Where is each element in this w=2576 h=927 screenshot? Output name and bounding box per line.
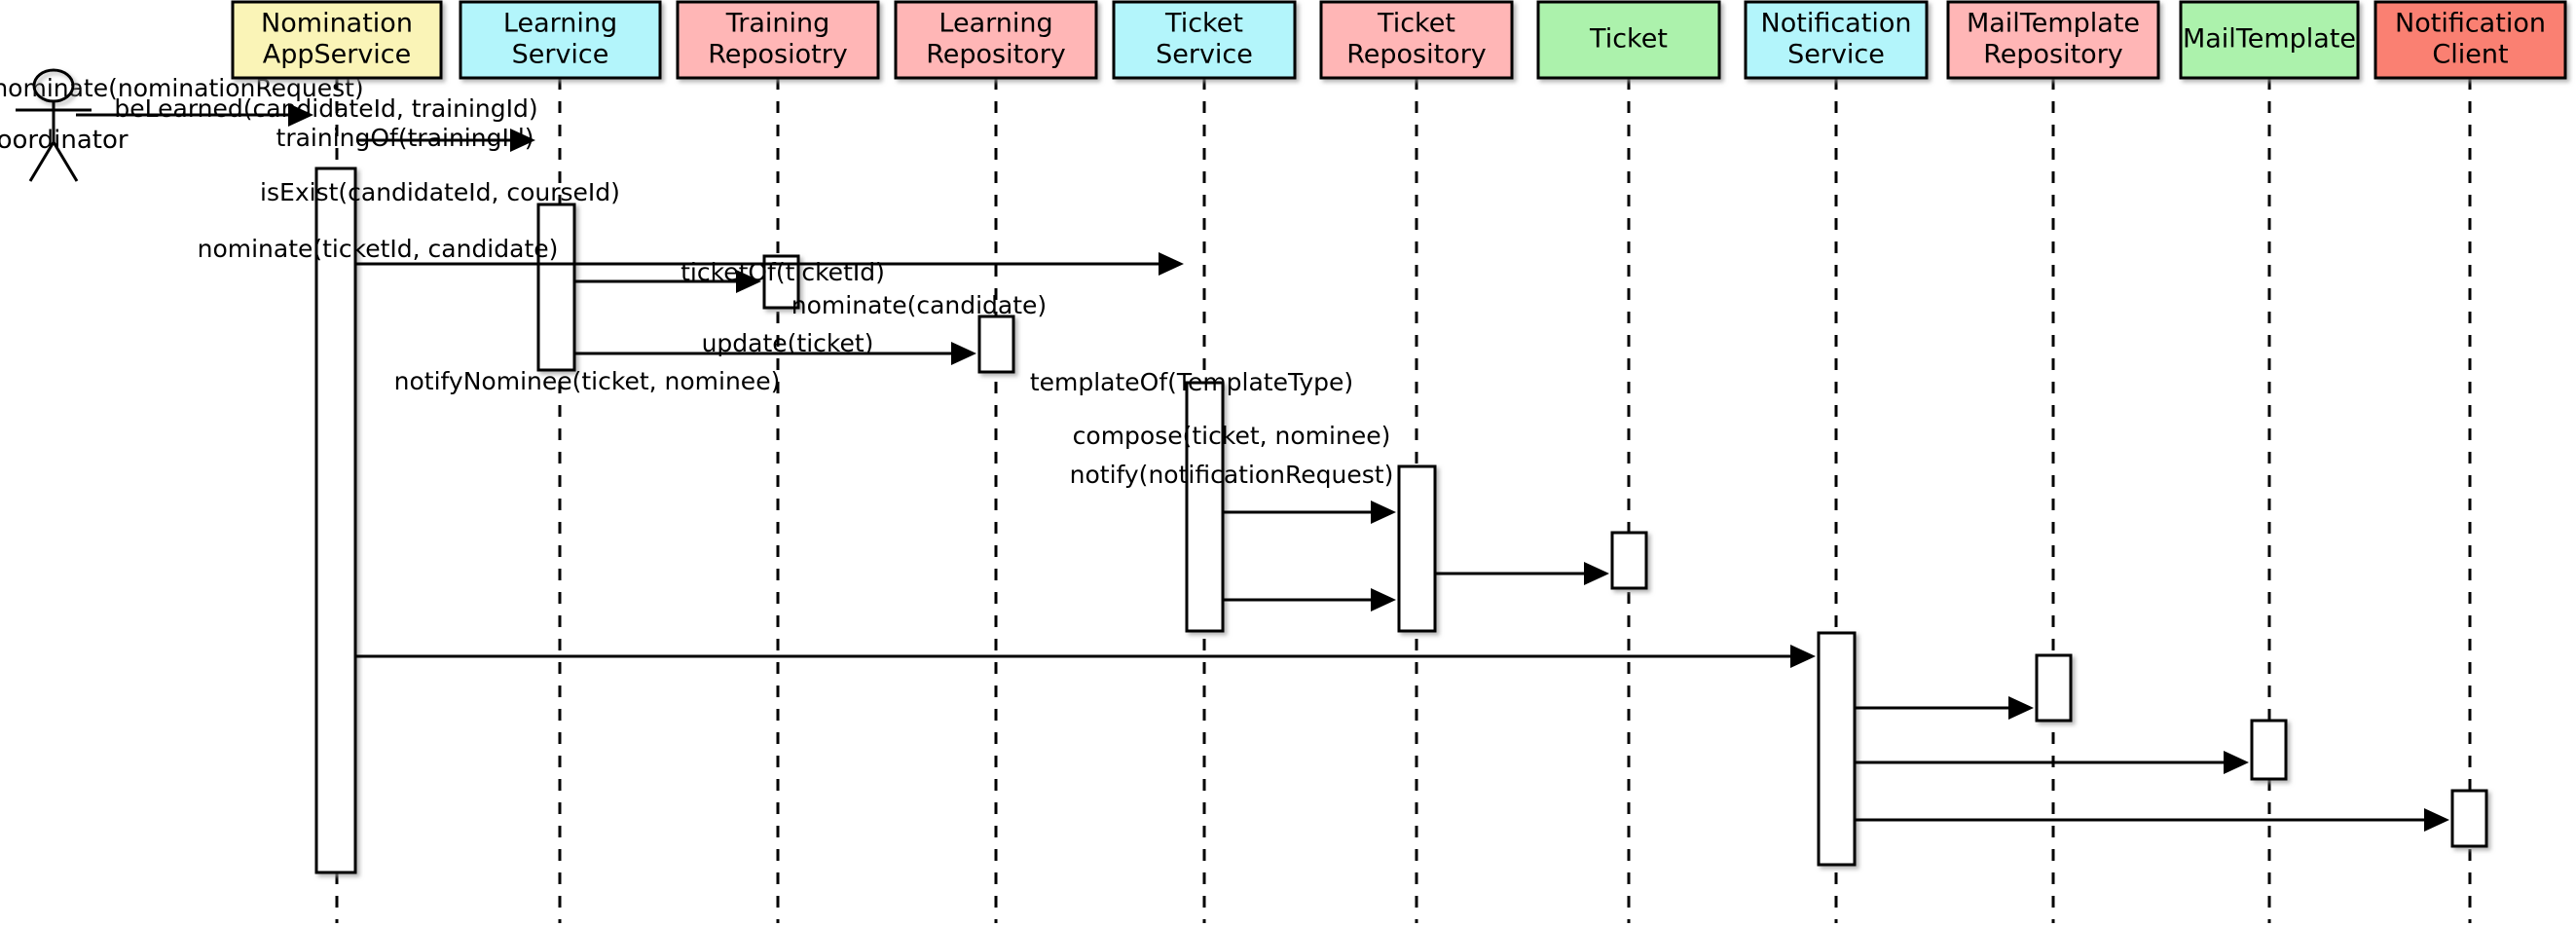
actor-label: Coordinator (0, 126, 129, 155)
participant-box-rect (894, 0, 1098, 80)
message-msg-training-of: trainingOf(trainingId) (276, 124, 761, 293)
message-arrowhead (1159, 252, 1184, 276)
participant-label-line: Training (725, 9, 830, 39)
message-arrowhead (1790, 645, 1816, 668)
activations-layer (314, 167, 2488, 874)
message-arrowhead (951, 342, 976, 365)
participant-label-line: AppService (263, 40, 412, 70)
message-arrowhead (288, 103, 313, 127)
message-arrowhead (736, 270, 761, 293)
actor-leg-right (52, 141, 79, 182)
participant-box-rect (459, 0, 662, 80)
participant-label-line: Ticket (1164, 9, 1243, 39)
message-arrowhead (2224, 751, 2249, 774)
participant-label-line: MailTemplate (1967, 9, 2140, 39)
participant-ticket[interactable]: Ticket (1536, 0, 1721, 80)
participant-label-line: Ticket (1589, 24, 1668, 55)
message-msg-is-exist: isExist(candidateId, courseId) (260, 178, 976, 365)
participant-box-rect (676, 0, 880, 80)
activation-bar-notification-client (2450, 789, 2488, 848)
activation-bar-learning-repository (977, 315, 1015, 374)
message-arrowhead (510, 129, 535, 152)
participant-label-line: Ticket (1377, 9, 1455, 39)
message-label: notify(notificationRequest) (1070, 461, 1394, 489)
message-msg-nominate-ticket: nominate(ticketId, candidate) (198, 235, 1184, 276)
participant-label-line: Repository (1983, 40, 2123, 70)
message-label: nominate(candidate) (791, 291, 1047, 319)
message-label: trainingOf(trainingId) (276, 124, 534, 152)
participant-label-line: Service (512, 40, 609, 70)
activation-bar-nomination-app-service (314, 167, 357, 874)
message-label: ticketOf(ticketId) (681, 258, 885, 286)
participant-label-line: Service (1787, 40, 1885, 70)
actor-figure: Coordinator (0, 68, 129, 182)
participant-label-line: Notification (1761, 9, 1912, 39)
message-label: nominate(ticketId, candidate) (198, 235, 559, 263)
participant-label-line: Service (1156, 40, 1253, 70)
message-msg-notify: notify(notificationRequest) (1070, 461, 2449, 832)
participant-label-line: Repository (1346, 40, 1487, 70)
activation-bar-mailtemplate (2250, 719, 2288, 781)
activation-bar-learning-service (536, 203, 576, 372)
activation-bar-notification-service (1817, 631, 1857, 867)
message-label: update(ticket) (702, 329, 874, 357)
message-label: isExist(candidateId, courseId) (260, 178, 620, 206)
participant-box-rect (1946, 0, 2160, 80)
participant-label-line: Reposiotry (708, 40, 848, 70)
message-arrowhead (1371, 588, 1396, 612)
message-msg-template-of: templateOf(TemplateType) (1030, 368, 2034, 720)
participant-box-rect (1319, 0, 1514, 80)
participant-label-line: Nomination (261, 9, 413, 39)
message-arrowhead (2008, 696, 2034, 720)
participant-box-rect (2374, 0, 2567, 80)
participant-label-line: Learning (503, 9, 617, 39)
message-label: beLearned(candidateId, trainingId) (114, 94, 537, 123)
participant-box-rect (1112, 0, 1297, 80)
activation-bar-ticket-service (1185, 381, 1225, 633)
participant-box-rect (1536, 0, 1721, 80)
actor-leg-left (28, 141, 55, 182)
participant-label-line: Client (2432, 40, 2508, 70)
actor-coordinator[interactable]: Coordinator (0, 68, 129, 182)
message-arrowhead (1584, 562, 1609, 585)
activation-bar-ticket-repository (1397, 464, 1437, 633)
message-arrowhead (1371, 501, 1396, 524)
participant-label-line: Repository (926, 40, 1066, 70)
messages-layer: nominate(nominationRequest)beLearned(can… (0, 74, 2449, 832)
message-label: compose(ticket, nominee) (1073, 422, 1391, 450)
message-arrowhead (2424, 808, 2449, 832)
participants-layer: NominationAppServiceLearningServiceTrain… (231, 0, 2567, 80)
participant-box-rect (1744, 0, 1929, 80)
activation-bar-ticket (1610, 531, 1648, 590)
message-msg-nominate-candidate: nominate(candidate) (791, 291, 1609, 585)
message-msg-update-ticket: update(ticket) (702, 329, 1396, 612)
message-label: templateOf(TemplateType) (1030, 368, 1353, 396)
message-msg-be-learned: beLearned(candidateId, trainingId) (114, 94, 538, 152)
message-msg-compose: compose(ticket, nominee) (1073, 422, 2249, 774)
participant-label-line: Notification (2395, 9, 2546, 39)
participant-label-line: MailTemplate (2183, 24, 2356, 55)
participant-box-rect (231, 0, 443, 80)
participant-box-rect (2179, 0, 2360, 80)
message-msg-ticket-of: ticketOf(ticketId) (681, 258, 1396, 524)
participant-label-line: Learning (938, 9, 1052, 39)
activation-bar-mailtemplate-repository (2035, 653, 2073, 723)
message-msg-notify-nominee: notifyNominee(ticket, nominee) (356, 367, 1816, 668)
participant-mailtemplate[interactable]: MailTemplate (2179, 0, 2360, 80)
message-label: notifyNominee(ticket, nominee) (394, 367, 781, 395)
